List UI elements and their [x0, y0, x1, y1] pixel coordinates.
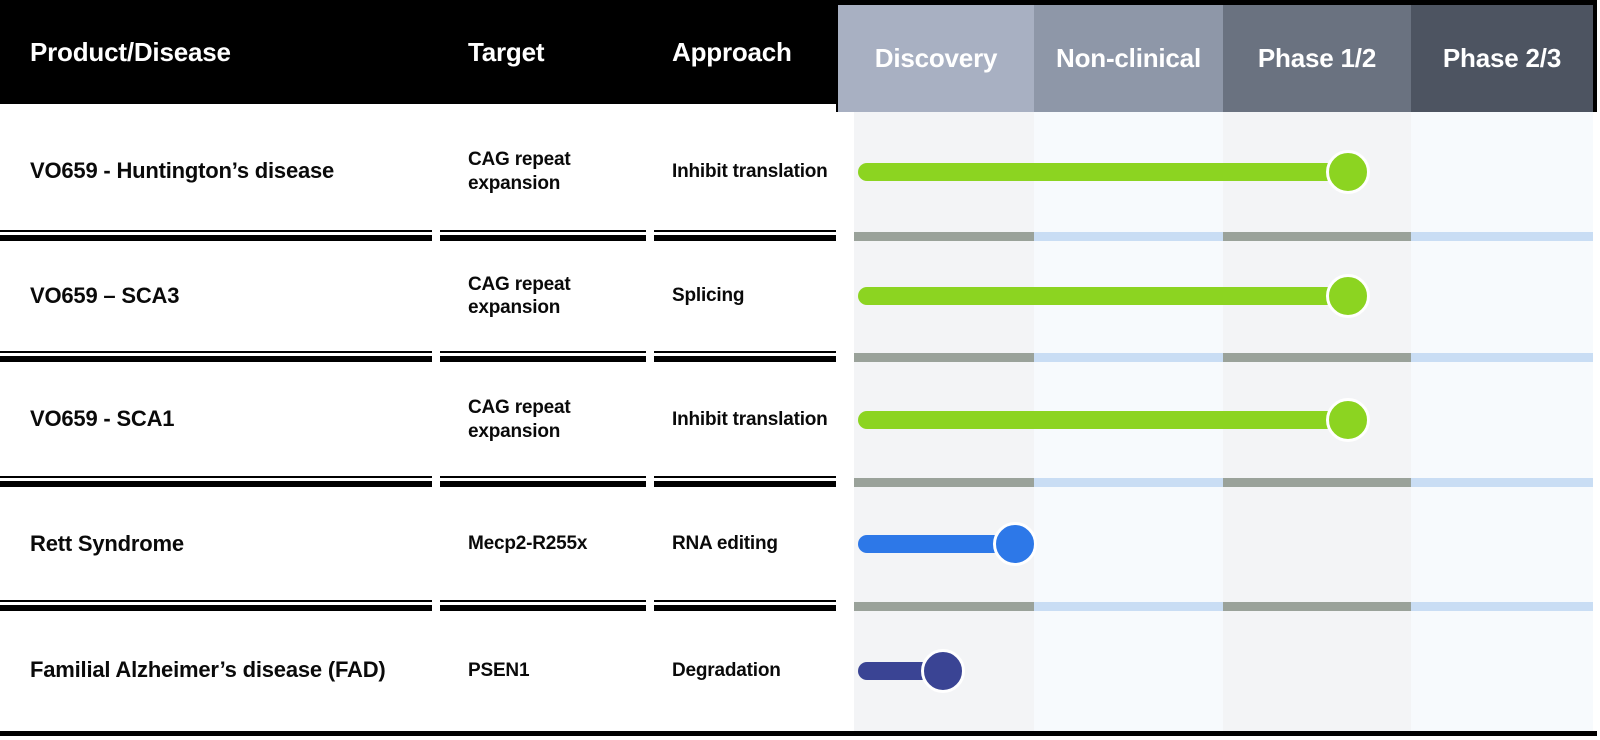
header-phase-non-clinical: Non-clinical: [1034, 5, 1223, 112]
approach-name: RNA editing: [672, 533, 778, 555]
target-name: CAG repeat expansion: [468, 397, 571, 442]
header-phase-label: Non-clinical: [1056, 43, 1201, 73]
progress-bar: [858, 535, 1015, 553]
row-divider: [0, 351, 1600, 363]
header-phase-label: Discovery: [874, 43, 998, 73]
approach-name: Degradation: [672, 659, 781, 681]
target-name: PSEN1: [468, 659, 530, 681]
progress-marker: [1326, 149, 1370, 194]
header-phase-label: Phase 1/2: [1257, 43, 1377, 73]
product-name: VO659 - Huntington’s disease: [30, 158, 335, 184]
header-target: Target: [468, 36, 545, 67]
approach-name: Splicing: [672, 285, 745, 307]
row-divider: [0, 476, 1600, 488]
progress-bar: [858, 410, 1348, 429]
pipeline-row-sca3: VO659 – SCA3 CAG repeat expansion Splici…: [0, 240, 1600, 352]
row-divider: [0, 230, 1600, 242]
pipeline-row-fad: Familial Alzheimer’s disease (FAD) PSEN1…: [0, 611, 1600, 730]
header-phase-discovery: Discovery: [838, 5, 1034, 112]
product-name: VO659 – SCA3: [30, 282, 180, 308]
progress-marker: [921, 648, 965, 693]
target-name: Mecp2-R255x: [468, 533, 588, 555]
pipeline-row-huntingtons: VO659 - Huntington’s disease CAG repeat …: [0, 112, 1600, 231]
table-header-left: Product/Disease Target Approach: [0, 0, 836, 104]
phase-column-phase-2-3: [1411, 112, 1593, 731]
progress-bar: [858, 287, 1348, 305]
pipeline-row-sca1: VO659 - SCA1 CAG repeat expansion Inhibi…: [0, 362, 1600, 477]
header-approach: Approach: [672, 36, 792, 67]
header-product-disease: Product/Disease: [30, 36, 231, 67]
approach-name: Inhibit translation: [672, 160, 828, 182]
header-phase-1-2: Phase 1/2: [1223, 5, 1411, 112]
product-name: VO659 - SCA1: [30, 406, 175, 432]
progress-marker: [1326, 274, 1370, 318]
product-name: Rett Syndrome: [30, 530, 184, 556]
target-name: CAG repeat expansion: [468, 273, 571, 318]
approach-name: Inhibit translation: [672, 408, 828, 430]
bottom-border: [0, 731, 1597, 736]
header-phase-2-3: Phase 2/3: [1411, 5, 1593, 112]
table-header-phases: Discovery Non-clinical Phase 1/2 Phase 2…: [836, 0, 1597, 112]
target-name: CAG repeat expansion: [468, 149, 571, 194]
header-phase-label: Phase 2/3: [1442, 43, 1562, 73]
product-name: Familial Alzheimer’s disease (FAD): [30, 657, 386, 683]
progress-marker: [993, 522, 1037, 566]
progress-marker: [1326, 397, 1370, 442]
progress-bar: [858, 162, 1348, 181]
pipeline-row-rett: Rett Syndrome Mecp2-R255x RNA editing: [0, 487, 1600, 601]
row-divider: [0, 600, 1600, 612]
